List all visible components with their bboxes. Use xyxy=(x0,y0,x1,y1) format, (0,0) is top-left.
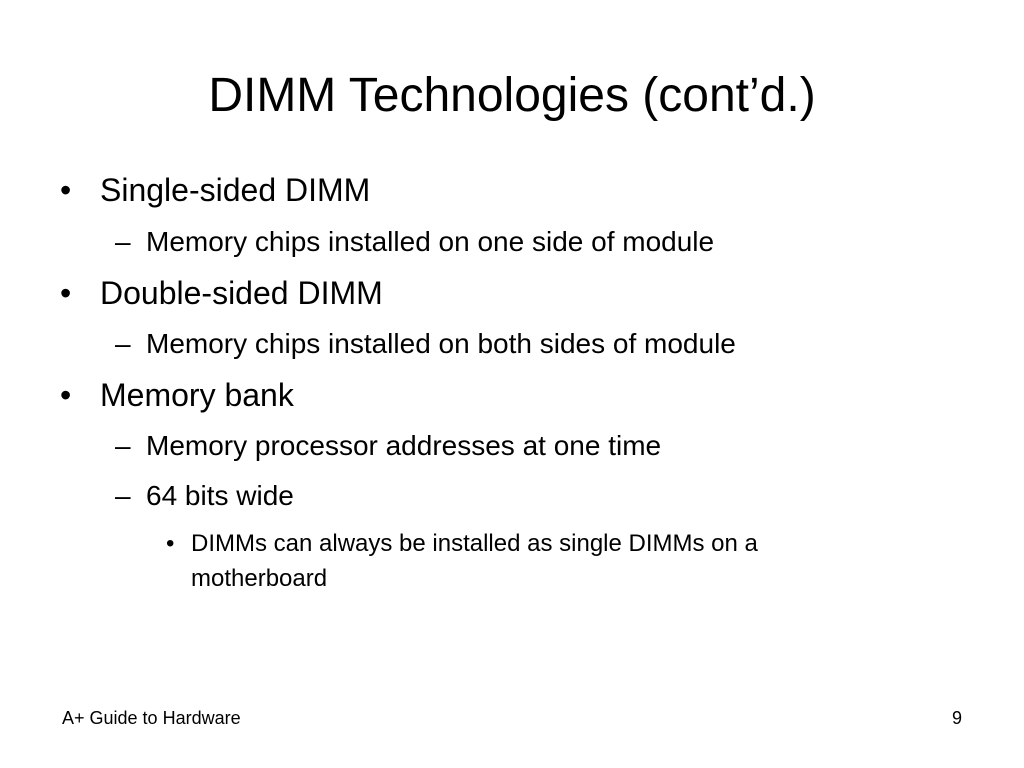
sub-bullet-marker: – xyxy=(115,480,131,511)
bullet-marker: • xyxy=(60,172,72,208)
sub-sub-bullet-marker: • xyxy=(166,530,175,557)
bullet-item: Double-sided DIMM xyxy=(100,275,383,311)
sub-bullet-item: 64 bits wide xyxy=(146,480,294,511)
sub-bullet-marker: – xyxy=(115,328,131,359)
sub-bullet-item: Memory processor addresses at one time xyxy=(146,430,662,461)
bullet-item: Single-sided DIMM xyxy=(100,172,371,208)
footer-course-title: A+ Guide to Hardware xyxy=(62,708,241,728)
page-number: 9 xyxy=(951,708,962,728)
slide-title: DIMM Technologies (cont’d.) xyxy=(208,69,816,122)
sub-sub-bullet-continuation: motherboard xyxy=(191,565,328,592)
sub-bullet-marker: – xyxy=(115,430,131,461)
bullet-marker: • xyxy=(60,275,72,311)
sub-bullet-item: Memory chips installed on both sides of … xyxy=(146,328,736,359)
bullet-marker: • xyxy=(60,377,72,413)
sub-bullet-marker: – xyxy=(115,226,131,257)
sub-bullet-item: Memory chips installed on one side of mo… xyxy=(146,226,715,257)
sub-sub-bullet-item: DIMMs can always be installed as single … xyxy=(191,530,758,557)
bullet-item: Memory bank xyxy=(100,377,294,413)
